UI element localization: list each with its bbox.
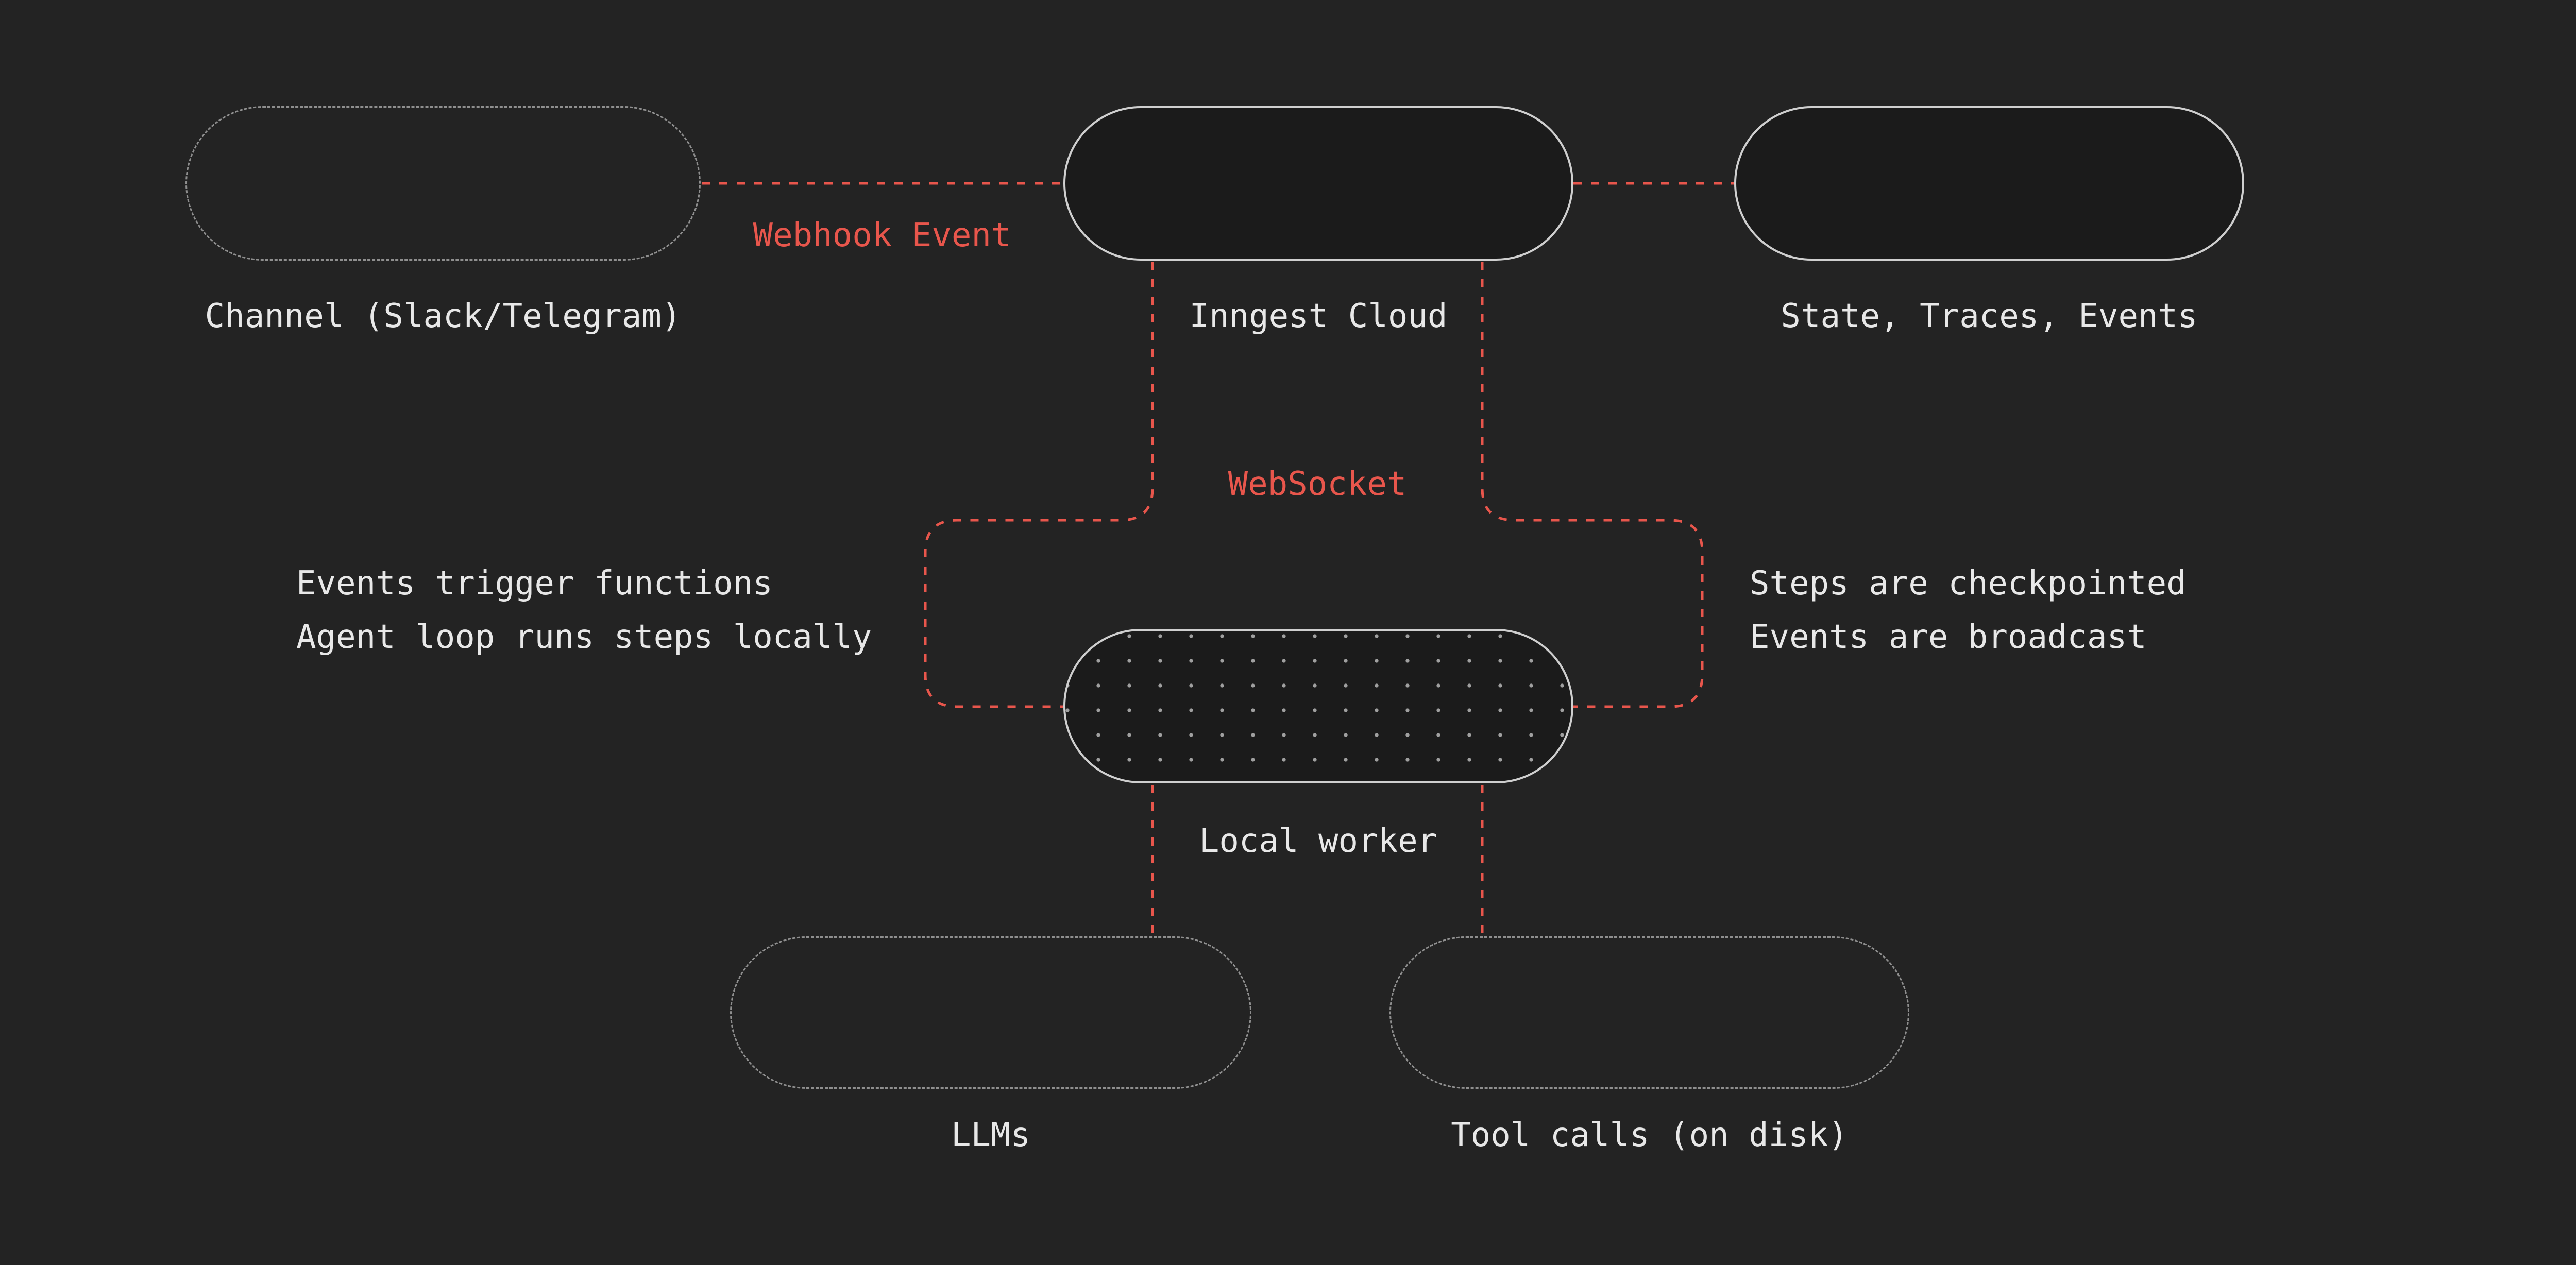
inngest-cloud-node: [1063, 106, 1573, 261]
right-annotation-line-1: Steps are checkpointed: [1750, 565, 2187, 603]
webhook-event-label: Webhook Event: [753, 216, 1011, 254]
websocket-label: WebSocket: [1228, 465, 1407, 503]
state-traces-events-label: State, Traces, Events: [1781, 297, 2198, 335]
channel-label: Channel (Slack/Telegram): [205, 297, 682, 335]
inngest-cloud-label: Inngest Cloud: [1189, 297, 1448, 335]
local-worker-node: [1063, 629, 1573, 783]
llms-node: [730, 936, 1251, 1089]
llms-label: LLMs: [951, 1116, 1031, 1154]
right-annotation-line-2: Events are broadcast: [1750, 618, 2147, 656]
left-annotation-line-2: Agent loop runs steps locally: [296, 618, 872, 656]
state-traces-events-node: [1734, 106, 2244, 261]
channel-node: [185, 106, 701, 261]
left-annotation: Events trigger functions Agent loop runs…: [296, 557, 872, 664]
local-worker-label: Local worker: [1199, 822, 1438, 860]
left-annotation-line-1: Events trigger functions: [296, 565, 773, 603]
right-annotation: Steps are checkpointed Events are broadc…: [1750, 557, 2187, 664]
tool-calls-label: Tool calls (on disk): [1451, 1116, 1848, 1154]
tool-calls-node: [1389, 936, 1909, 1089]
